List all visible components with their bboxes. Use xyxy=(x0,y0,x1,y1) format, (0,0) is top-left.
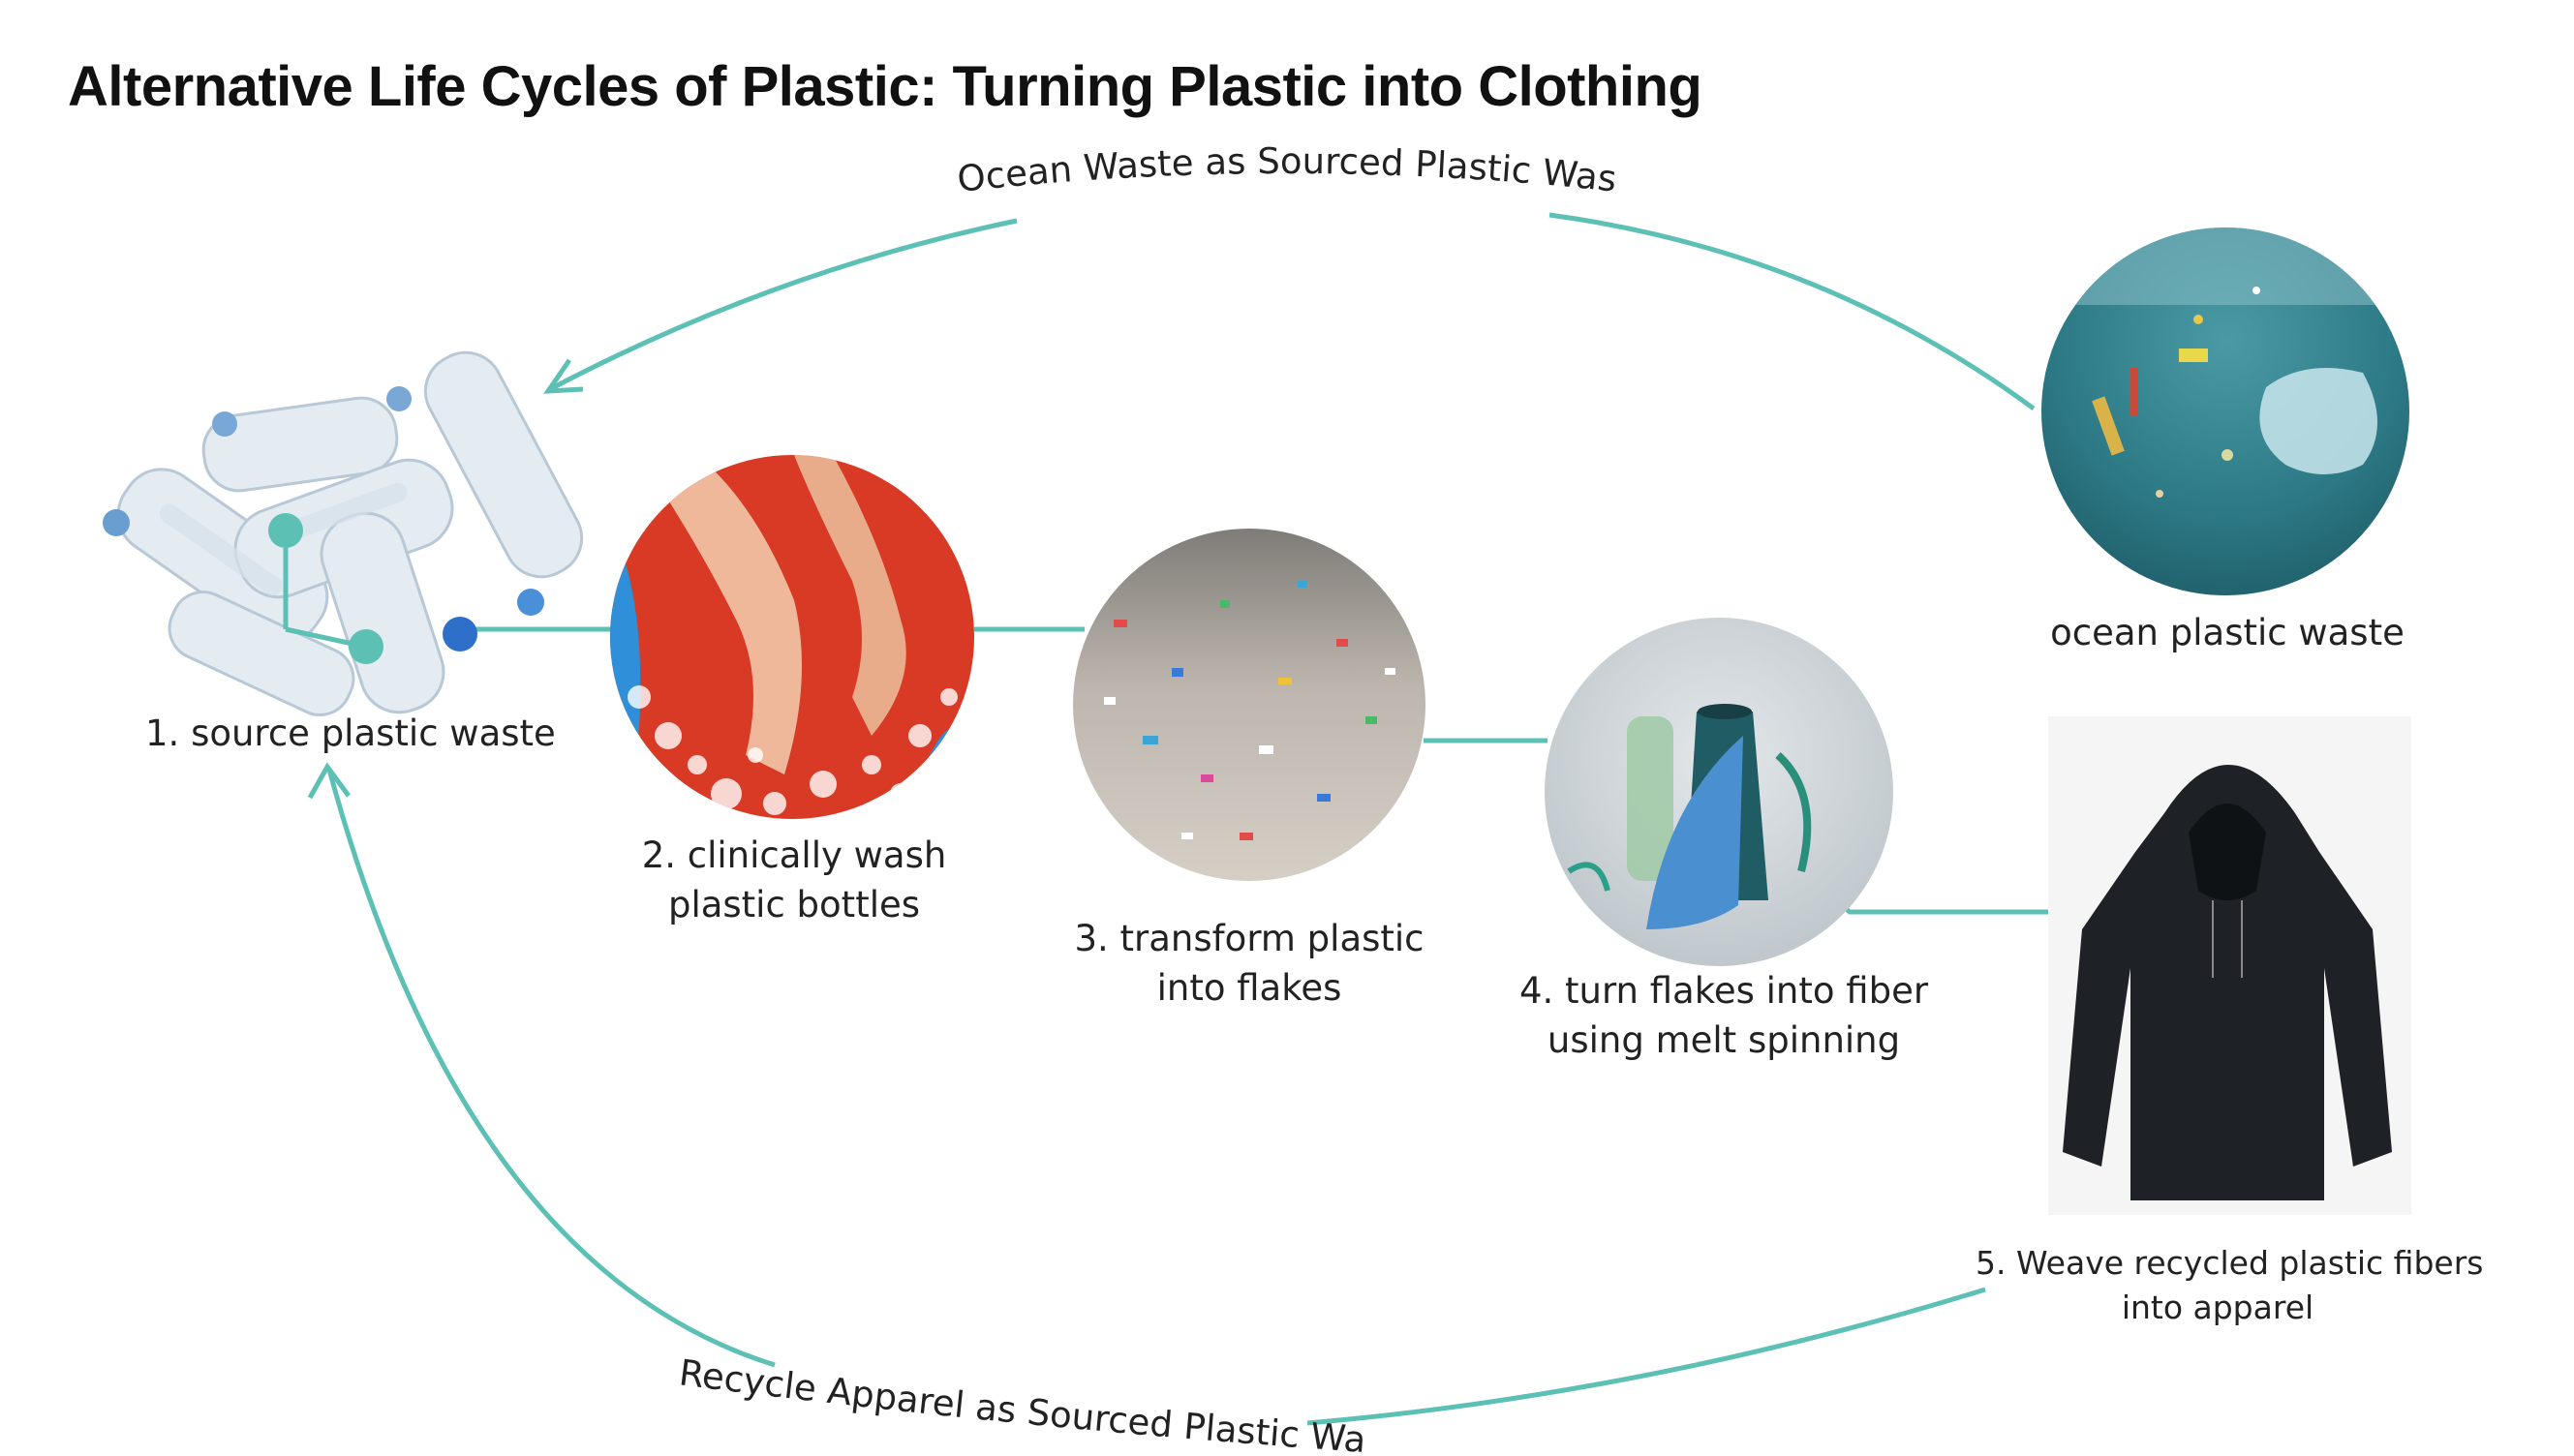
step-3-label-line-2: into flakes xyxy=(1156,967,1342,1010)
arc-label-top: Ocean Waste as Sourced Plastic Waste xyxy=(0,0,1618,200)
top-return-arc-left xyxy=(548,218,1018,392)
black-hoodie-image xyxy=(2048,716,2411,1215)
step-2-label-line-1: 2. clinically wash xyxy=(641,834,947,876)
step-4-label-line-1: 4. turn flakes into fiber xyxy=(1518,970,1929,1012)
step-2-label: 2. clinically wash plastic bottles xyxy=(639,831,949,929)
ocean-plastic-image xyxy=(2041,228,2409,595)
step-5-label: 5. Weave recycled plastic fibers into ap… xyxy=(1976,1241,2484,1329)
step-5-label-line-1: 5. Weave recycled plastic fibers xyxy=(1976,1244,2484,1282)
bottom-return-arc xyxy=(1306,1287,1986,1426)
step-2-label-line-2: plastic bottles xyxy=(667,884,921,926)
step-3-label-line-1: 3. transform plastic xyxy=(1074,918,1425,959)
link-4-5 xyxy=(1834,898,2048,915)
bottom-arrowhead xyxy=(307,762,352,800)
ocean-label: ocean plastic waste xyxy=(2050,612,2405,653)
fiber-spool-image xyxy=(1545,618,1893,966)
step-5-label-line-2: into apparel xyxy=(2121,1288,2314,1326)
step-3-label: 3. transform plastic into flakes xyxy=(1065,914,1433,1013)
top-return-arc xyxy=(1548,212,2036,411)
connectors xyxy=(307,212,2048,1426)
step-4-label-line-2: using melt spinning xyxy=(1547,1019,1901,1062)
bottom-return-arc-left xyxy=(326,769,776,1368)
plastic-bottles-image xyxy=(103,350,584,716)
hands-washing-image xyxy=(610,455,974,819)
plastic-flakes-image xyxy=(1073,529,1425,881)
step-4-label: 4. turn flakes into fiber using melt spi… xyxy=(1511,966,1937,1065)
step-1-label: 1. source plastic waste xyxy=(145,713,556,754)
top-arrowhead xyxy=(543,358,584,394)
diagram-title: Alternative Life Cycles of Plastic: Turn… xyxy=(68,55,1702,118)
